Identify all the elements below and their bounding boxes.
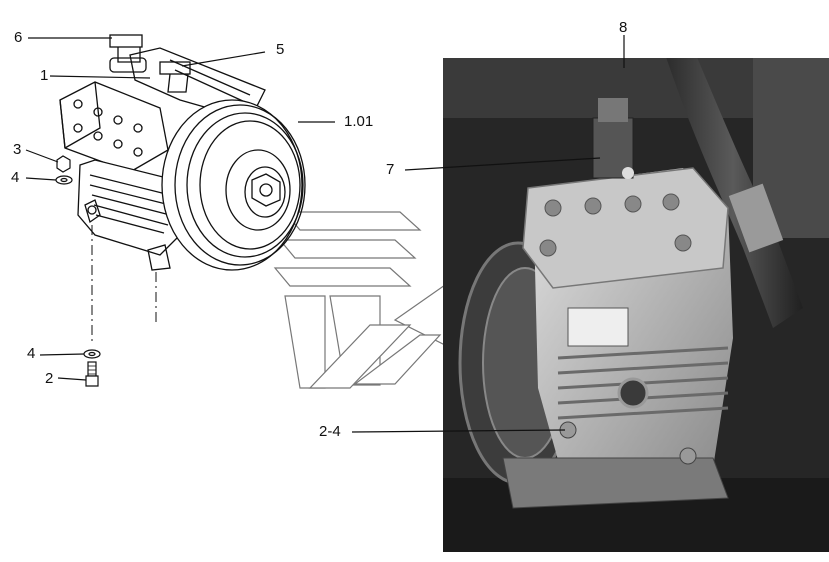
- compressor-photo: [443, 58, 829, 552]
- compressor-line-drawing: [25, 34, 335, 387]
- callout-1: 1: [40, 67, 49, 84]
- callout-5: 5: [276, 41, 285, 58]
- callout-7: 7: [386, 161, 395, 178]
- callout-2: 2: [45, 370, 54, 387]
- compressor-photo-icon: [443, 58, 829, 552]
- callout-6: 6: [14, 29, 23, 46]
- callout-1-01: 1.01: [344, 113, 374, 130]
- callout-2-4: 2-4: [319, 423, 341, 440]
- callout-4-upper: 4: [11, 169, 20, 186]
- callout-4-lower: 4: [27, 345, 36, 362]
- callout-3: 3: [13, 141, 22, 158]
- callout-8: 8: [619, 19, 628, 36]
